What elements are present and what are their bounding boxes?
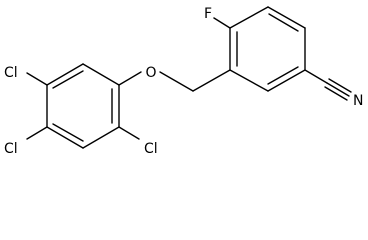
triple-bond <box>328 78 352 93</box>
bond-ch2-o <box>159 71 194 92</box>
bond-ring-ch2 <box>192 69 231 92</box>
bond <box>82 126 120 149</box>
nitrile-group <box>304 69 352 101</box>
bond <box>229 69 269 92</box>
double-bond-inner <box>268 13 299 32</box>
bond-c-cl <box>26 126 48 140</box>
triple-bond <box>324 86 348 101</box>
double-bond-inner <box>52 70 84 89</box>
bond <box>82 63 120 86</box>
double-bond-inner <box>52 123 84 142</box>
bond <box>46 126 84 149</box>
benzonitrile-ring <box>229 6 306 92</box>
bond-c-cl <box>26 72 48 86</box>
bond <box>304 69 328 84</box>
bond <box>267 6 306 29</box>
double-bond-inner <box>267 66 299 85</box>
bond <box>46 63 84 86</box>
bond <box>229 6 269 29</box>
molecule-structure: F O N Cl Cl Cl <box>4 6 363 157</box>
atom-oxygen: O <box>145 65 156 81</box>
bond <box>267 69 306 92</box>
triple-bond <box>326 82 350 97</box>
atom-chlorine-top: Cl <box>4 65 18 81</box>
bond-c-cl <box>118 126 140 140</box>
atom-chlorine-bottom-right: Cl <box>144 141 158 157</box>
atom-nitrogen: N <box>353 93 363 109</box>
atom-chlorine-bottom-left: Cl <box>4 141 18 157</box>
bond-o-ring <box>118 71 142 86</box>
atom-fluorine: F <box>204 6 212 22</box>
trichlorophenyl-ring <box>46 63 120 149</box>
bond-c-f <box>213 17 231 29</box>
